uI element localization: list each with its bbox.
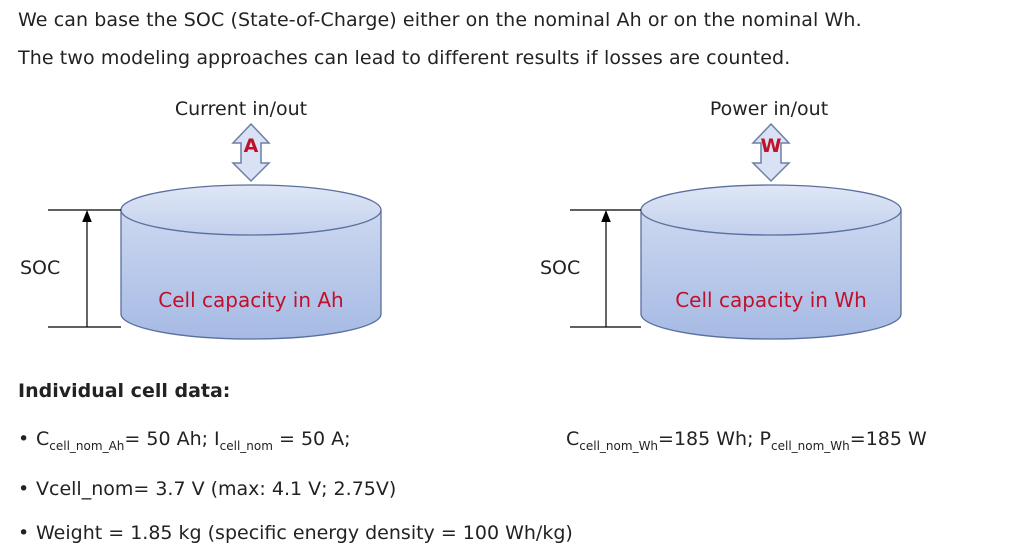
left-cylinder-top (120, 184, 382, 236)
intro-line-2: The two modeling approaches can lead to … (18, 47, 791, 69)
pwh-main: P (759, 428, 772, 450)
c-main: C (36, 428, 50, 450)
right-double-arrow-icon (751, 122, 791, 183)
right-diagram: Power in/out W SOC Cell capacity in Wh (540, 98, 902, 340)
bullet-voltage: • Vcell_nom= 3.7 V (max: 4.1 V; 2.75V) (18, 478, 396, 500)
pwh-val: =185 W (849, 428, 927, 450)
left-capacity-label: Cell capacity in Ah (158, 288, 343, 312)
i-sub: cell_nom (219, 439, 273, 453)
bullet-dot-icon: • (18, 428, 30, 450)
bullet-dot-icon: • (18, 522, 30, 544)
bullet-capacity-ah: • Ccell_nom_Ah= 50 Ah; Icell_nom = 50 A; (18, 428, 351, 453)
cwh-sub: cell_nom_Wh (579, 439, 659, 453)
right-cylinder-body (640, 209, 902, 340)
pwh-sub: cell_nom_Wh (771, 439, 850, 453)
left-arrow-letter: A (244, 135, 259, 157)
cwh-main: C (566, 428, 580, 450)
i-val: = 50 A; (272, 428, 351, 450)
bullet-weight: • Weight = 1.85 kg (specific energy densi… (18, 522, 573, 544)
cwh-val: =185 Wh; (658, 428, 760, 450)
bullet-dot-icon: • (18, 478, 30, 500)
intro-line-1: We can base the SOC (State-of-Charge) ei… (18, 9, 862, 31)
c-sub: cell_nom_Ah (49, 439, 125, 453)
left-diagram: Current in/out A SOC Cell capacity in Ah (20, 98, 382, 340)
left-double-arrow-icon (231, 122, 271, 183)
right-cylinder-top (640, 184, 902, 236)
weight-text: Weight = 1.85 kg (specific energy densit… (36, 522, 573, 544)
left-cylinder-body (120, 209, 382, 340)
cell-data-title: Individual cell data: (18, 380, 231, 402)
voltage-text: Vcell_nom= 3.7 V (max: 4.1 V; 2.75V) (36, 478, 397, 500)
soc-diagram: Current in/out A SOC Cell capacity in Ah… (20, 98, 902, 340)
capacity-wh-text: Ccell_nom_Wh=185 Wh; Pcell_nom_Wh=185 W (566, 428, 927, 453)
right-soc-label: SOC (540, 257, 580, 279)
i-main: I (214, 428, 220, 450)
right-capacity-label: Cell capacity in Wh (675, 288, 867, 312)
right-arrow-letter: W (761, 135, 782, 157)
left-soc-label: SOC (20, 257, 60, 279)
c-val: = 50 Ah; (124, 428, 215, 450)
left-io-label: Current in/out (175, 98, 307, 120)
right-io-label: Power in/out (710, 98, 828, 120)
